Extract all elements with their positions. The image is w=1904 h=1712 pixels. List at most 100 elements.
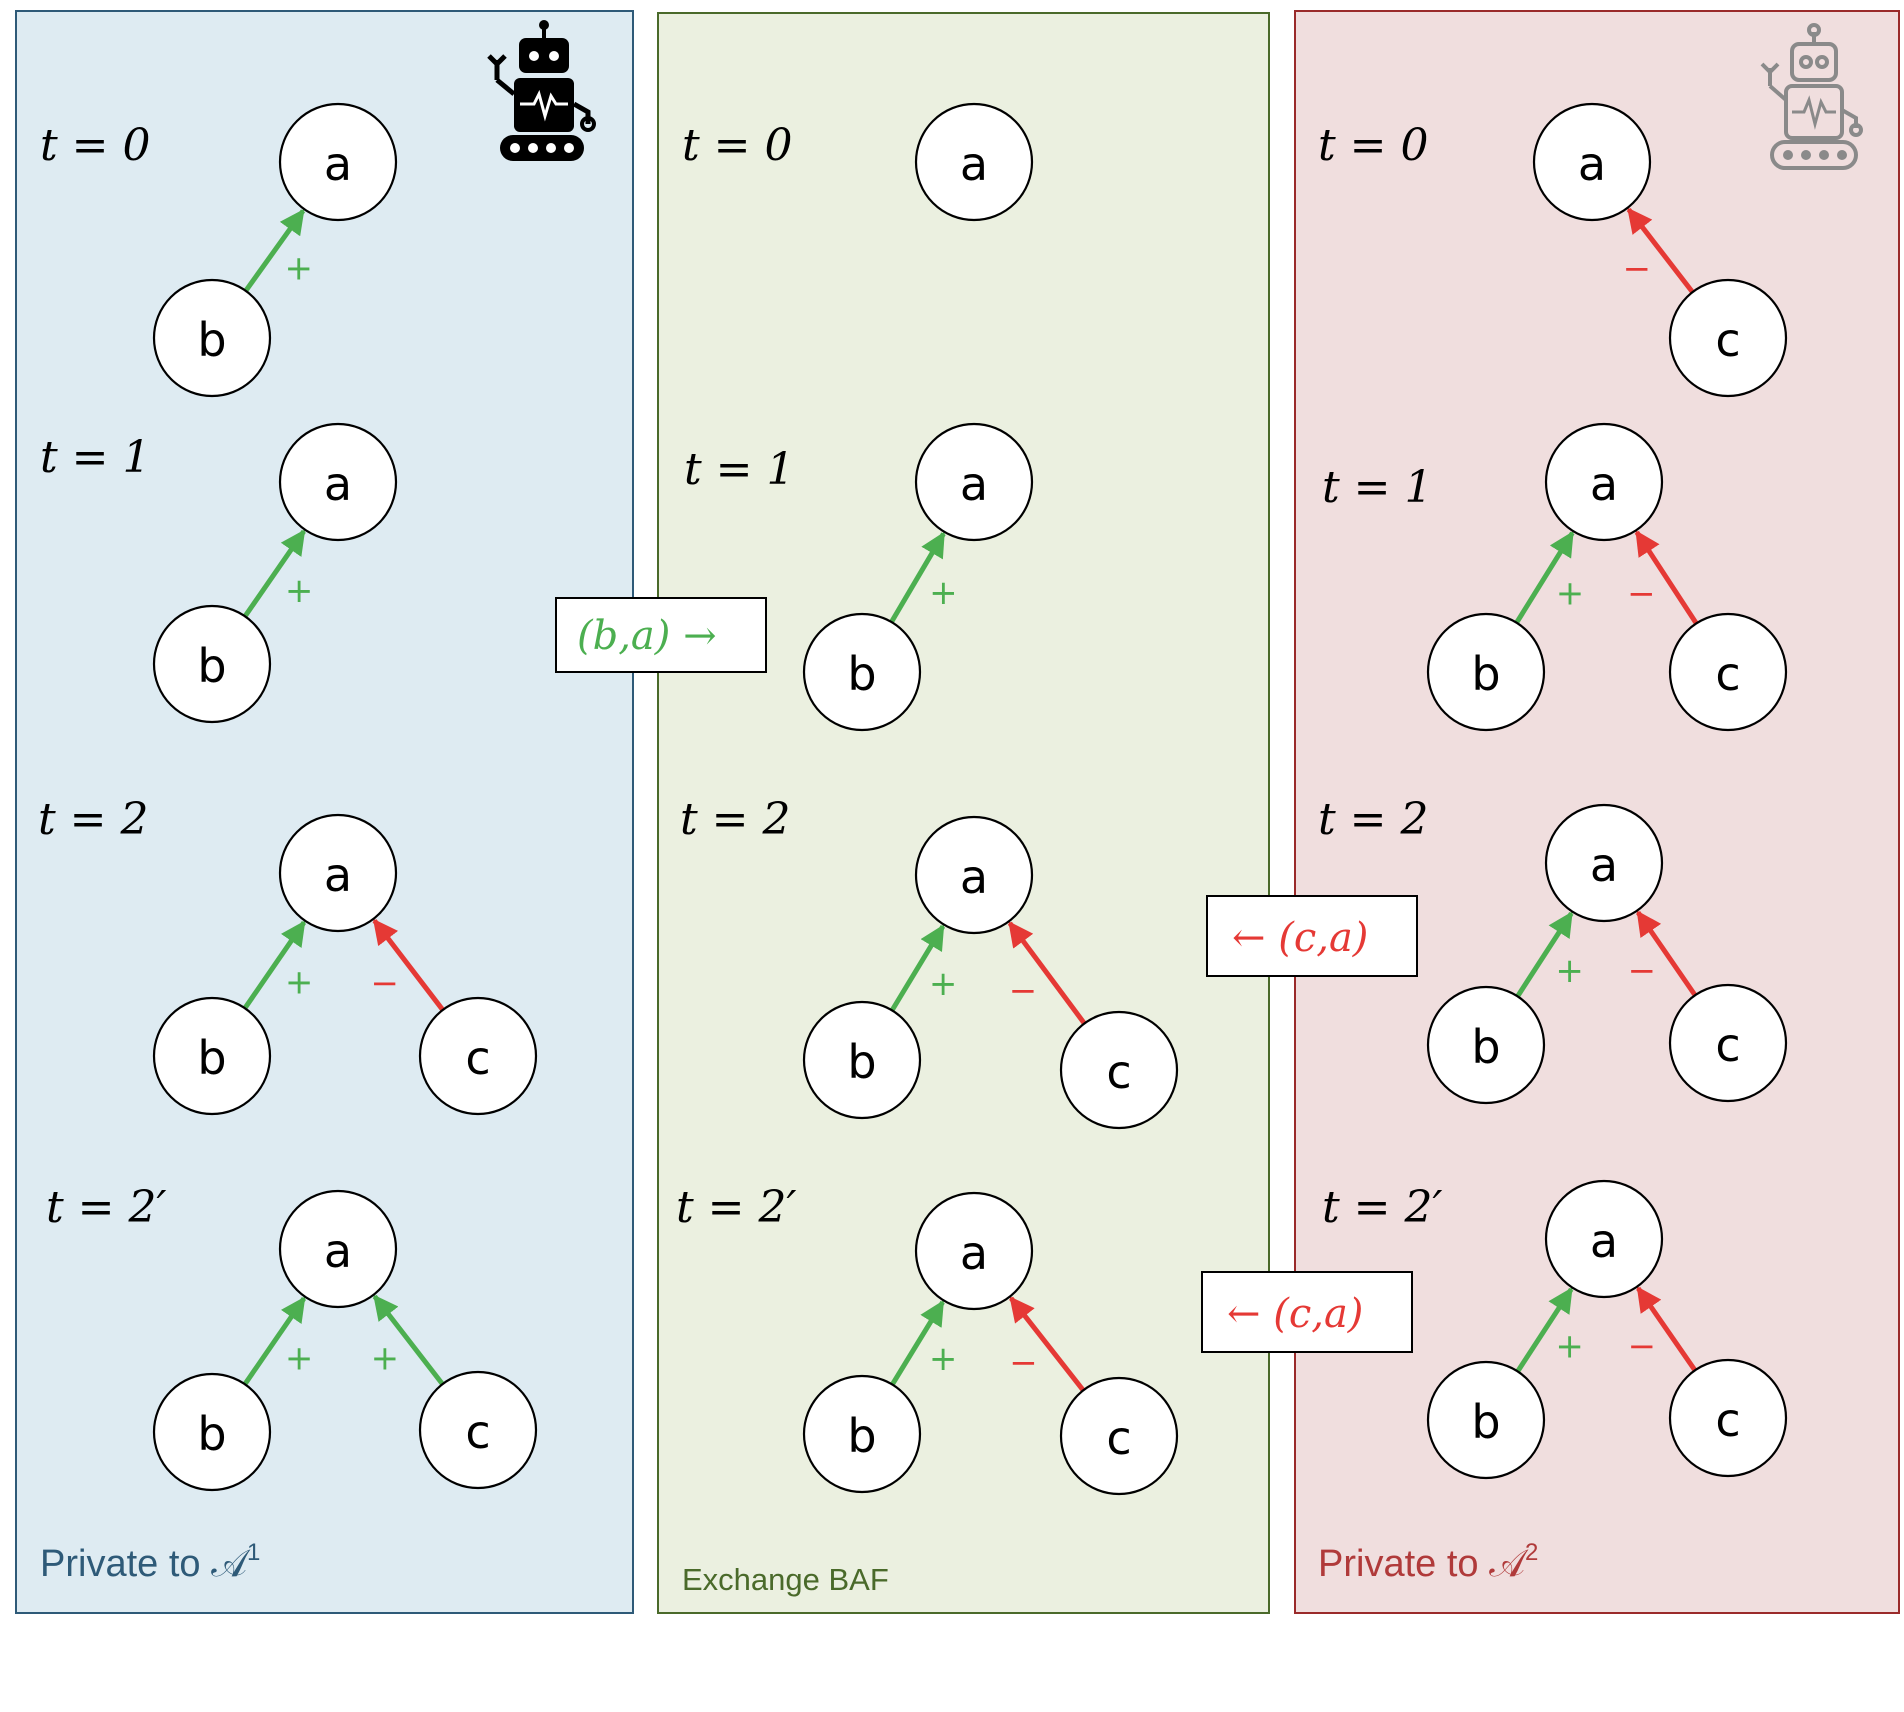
time-label: t = 2′ — [46, 1182, 167, 1233]
node-a: a — [914, 422, 1034, 542]
support-sign: + — [929, 1339, 958, 1379]
node-b: b — [802, 612, 922, 732]
node-b: b — [802, 1374, 922, 1494]
support-sign: + — [285, 248, 314, 288]
support-sign: + — [285, 1338, 314, 1378]
svg-text:b: b — [1471, 647, 1500, 701]
node-a: a — [278, 813, 398, 933]
panel-private-a1 — [15, 10, 634, 1614]
panel-exchange-baf — [657, 12, 1270, 1614]
time-label: t = 1 — [1322, 462, 1433, 513]
svg-text:b: b — [847, 1409, 876, 1463]
attack-edge-c-a — [1635, 910, 1698, 997]
robot-outline-icon — [1760, 23, 1863, 170]
graph-a1-t1: t = 1 + a b — [40, 422, 398, 724]
svg-text:b: b — [197, 313, 226, 367]
time-label: t = 2 — [680, 794, 791, 845]
node-c: c — [1059, 1376, 1179, 1496]
message-ca-t2-prime: ← (c,a) — [1201, 1271, 1413, 1353]
attack-edge-c-a — [1009, 1296, 1086, 1392]
graph-exchange-t0: t = 0 a — [682, 102, 1034, 222]
node-c: c — [1668, 612, 1788, 732]
support-sign: + — [1556, 574, 1585, 614]
node-b: b — [802, 1000, 922, 1120]
svg-text:b: b — [1471, 1020, 1500, 1074]
svg-text:c: c — [1715, 647, 1740, 701]
support-edge-b-a — [1515, 1287, 1574, 1373]
attack-edge-c-a — [1636, 1286, 1698, 1372]
graph-a2-t1: t = 1 + − a b c — [1322, 422, 1788, 732]
node-a: a — [1544, 422, 1664, 542]
node-a: a — [278, 1189, 398, 1309]
svg-text:← (c,a): ← (c,a) — [1232, 915, 1368, 961]
attack-edge-c-a — [1007, 921, 1087, 1025]
node-c: c — [1668, 983, 1788, 1103]
message-ba: (b,a) → — [555, 597, 767, 673]
attack-sign: − — [1009, 971, 1038, 1011]
node-b: b — [152, 996, 272, 1116]
time-label: t = 2 — [1318, 794, 1429, 845]
support-edge-b-a — [889, 924, 946, 1012]
node-c: c — [418, 1370, 538, 1490]
svg-text:c: c — [1106, 1045, 1131, 1099]
attack-sign: − — [1623, 249, 1652, 289]
support-edge-b-a — [1514, 530, 1575, 625]
svg-text:a: a — [960, 137, 988, 191]
attack-sign: − — [1627, 574, 1656, 614]
svg-text:b: b — [847, 647, 876, 701]
svg-text:b: b — [197, 639, 226, 693]
attack-edge-c-a — [1634, 530, 1699, 625]
svg-text:c: c — [1715, 1018, 1740, 1072]
svg-text:← (c,a): ← (c,a) — [1227, 1291, 1363, 1337]
time-label: t = 1 — [684, 444, 795, 495]
support-edge-b-a — [243, 208, 306, 293]
panel-caption-a1: Private to 𝒜1 — [40, 1539, 260, 1585]
time-label: t = 1 — [40, 432, 151, 483]
node-b: b — [1426, 985, 1546, 1105]
support-edge-b-a — [889, 531, 946, 624]
svg-text:a: a — [1590, 838, 1618, 892]
svg-text:a: a — [324, 137, 352, 191]
svg-text:a: a — [324, 457, 352, 511]
svg-text:c: c — [1715, 1393, 1740, 1447]
attack-sign: − — [1628, 1326, 1657, 1366]
time-label: t = 0 — [1318, 120, 1429, 171]
message-ca-t2: ← (c,a) — [1206, 895, 1418, 977]
support-edge-b-a — [242, 529, 306, 618]
node-b: b — [1426, 612, 1546, 732]
node-a: a — [1544, 803, 1664, 923]
svg-text:b: b — [197, 1031, 226, 1085]
node-b: b — [1426, 1360, 1546, 1480]
support-edge-b-a — [1515, 911, 1574, 998]
node-a: a — [278, 102, 398, 222]
svg-text:c: c — [465, 1405, 490, 1459]
svg-text:b: b — [1471, 1395, 1500, 1449]
time-label: t = 2′ — [676, 1182, 797, 1233]
svg-text:a: a — [1578, 137, 1606, 191]
node-a: a — [914, 102, 1034, 222]
time-label: t = 2 — [38, 794, 149, 845]
node-a: a — [914, 1191, 1034, 1311]
panel-caption-a2: Private to 𝒜2 — [1318, 1539, 1538, 1585]
support-edge-b-a — [242, 1296, 307, 1386]
svg-text:b: b — [847, 1035, 876, 1089]
support-edge-b-a — [242, 920, 307, 1010]
graph-a1-t0: t = 0+ab — [40, 102, 398, 398]
time-label: t = 0 — [682, 120, 793, 171]
support-sign: + — [1555, 951, 1584, 991]
svg-text:c: c — [465, 1031, 490, 1085]
graph-exchange-t1: t = 1+ab — [684, 422, 1034, 732]
node-a: a — [1532, 102, 1652, 222]
node-b: b — [152, 278, 272, 398]
svg-text:a: a — [1590, 1214, 1618, 1268]
support-sign: + — [285, 571, 314, 611]
node-c: c — [1668, 1358, 1788, 1478]
node-b: b — [152, 604, 272, 724]
node-a: a — [914, 815, 1034, 935]
